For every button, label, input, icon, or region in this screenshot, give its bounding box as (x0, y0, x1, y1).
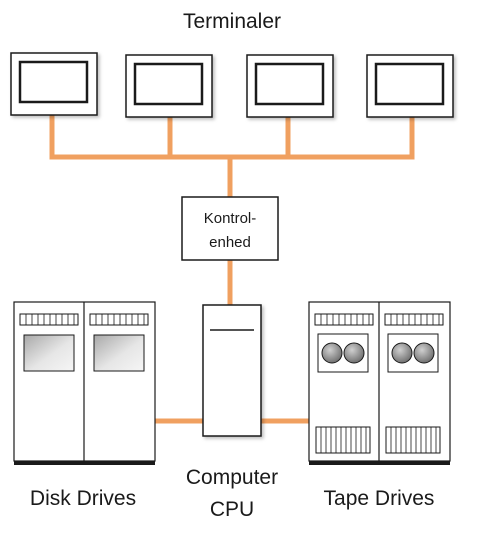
terminals-label: Terminaler (183, 10, 281, 33)
disk-drives-label: Disk Drives (30, 487, 136, 510)
connector-lines (49, 112, 415, 424)
terminal-screen (133, 62, 204, 106)
terminal-3 (246, 54, 334, 118)
disk-drive-2 (89, 313, 149, 372)
terminal-1 (10, 52, 98, 116)
tape-drives-label: Tape Drives (324, 487, 435, 510)
terminal-screen (18, 60, 89, 104)
computer-cpu (202, 304, 262, 437)
tape-drive-2 (384, 313, 444, 454)
computer-label-line2: CPU (210, 498, 254, 521)
tape-reel-icon (413, 342, 435, 364)
control-unit-label-line2: enhed (209, 234, 251, 251)
disk-drive-screen (23, 334, 75, 372)
terminal-2 (125, 54, 213, 118)
tape-reel-icon (343, 342, 365, 364)
tape-reel-icon (321, 342, 343, 364)
disk-drive-screen (93, 334, 145, 372)
tape-drives-cabinet (308, 301, 451, 465)
disk-drive-1 (19, 313, 79, 372)
control-unit: Kontrol- enhed (181, 196, 279, 261)
terminal-screen (374, 62, 445, 106)
control-unit-label-line1: Kontrol- (204, 210, 257, 227)
disk-drives-cabinet (13, 301, 156, 465)
computer-label-line1: Computer (186, 466, 278, 489)
tape-reel-icon (391, 342, 413, 364)
terminal-screen (254, 62, 325, 106)
terminal-4 (366, 54, 454, 118)
tape-drive-1 (314, 313, 374, 454)
